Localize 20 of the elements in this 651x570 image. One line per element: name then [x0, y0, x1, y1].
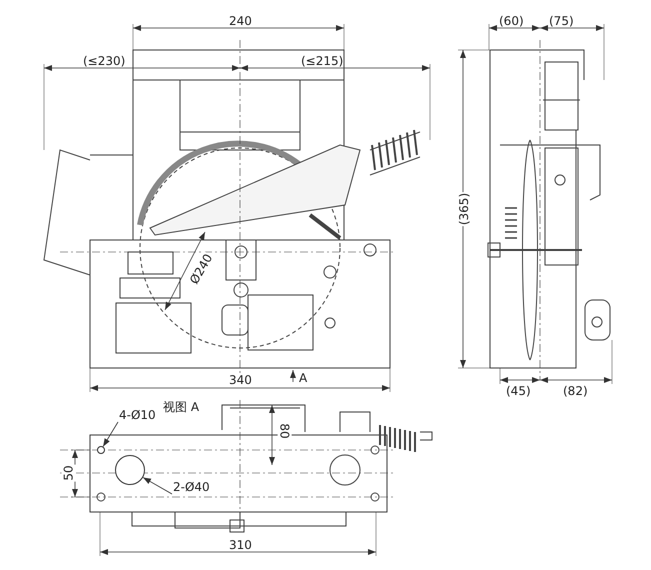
- callout-label: 2-Ø40: [172, 480, 211, 494]
- leader-line: [102, 422, 118, 447]
- rope-bore: [115, 455, 145, 485]
- dimension-label: (82): [562, 384, 589, 398]
- dimension-label: (75): [548, 14, 575, 28]
- dimension-label: 50: [62, 464, 76, 482]
- dimension-label: (365): [457, 192, 472, 226]
- view-title: 视图 A: [162, 400, 200, 414]
- view-label: A: [298, 371, 308, 385]
- dimension-label: 310: [228, 538, 253, 552]
- dimension-label: (45): [505, 384, 532, 398]
- dimension-label: 80: [278, 422, 292, 440]
- dimension-label: 240: [228, 14, 253, 28]
- mounting-hole: [97, 446, 105, 454]
- leader-line: [142, 477, 172, 494]
- dimension-label: (60): [498, 14, 525, 28]
- callout-label: 4-Ø10: [118, 408, 157, 422]
- dimension-label: (≤215): [300, 54, 344, 68]
- dimension-label: (≤230): [82, 54, 126, 68]
- dimension-label: 340: [228, 373, 253, 387]
